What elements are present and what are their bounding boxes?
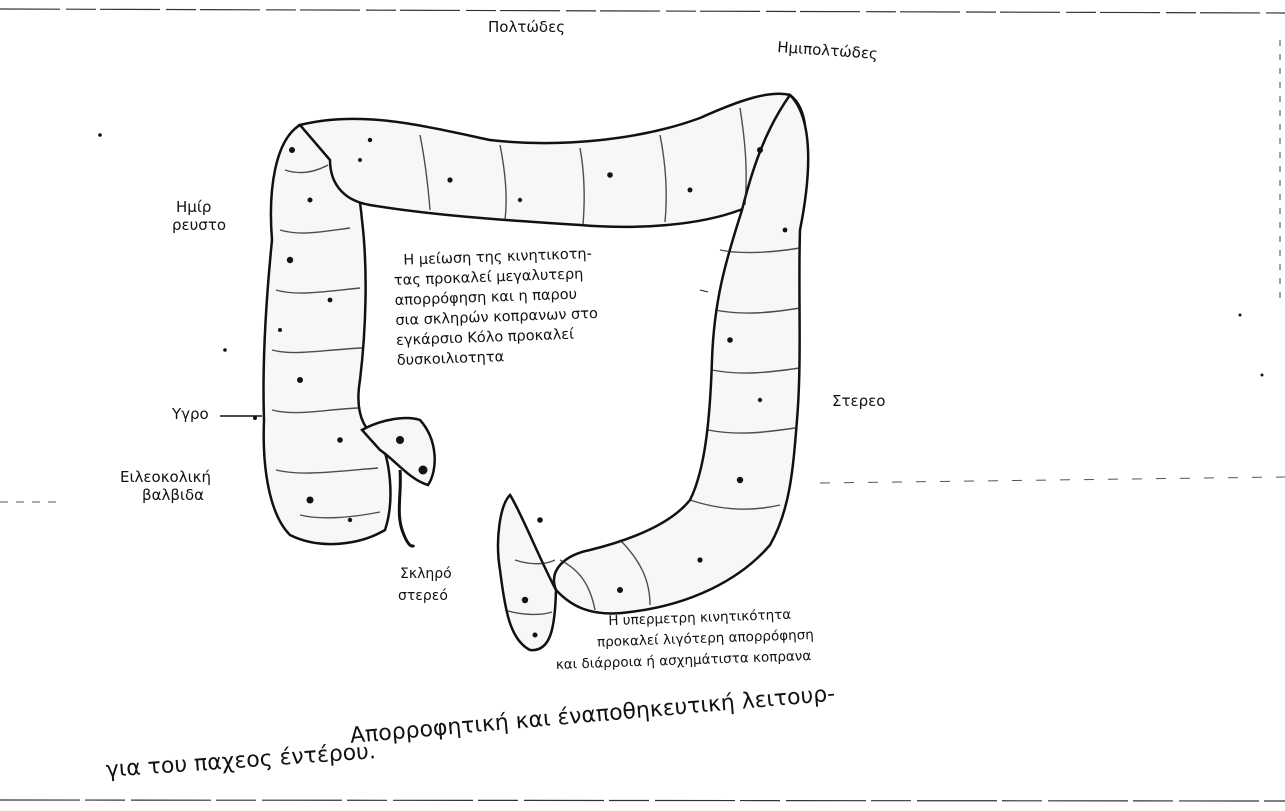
scan-top-line	[0, 9, 1285, 13]
label-hard-solid: Σκληρό στερεό	[404, 565, 452, 605]
scan-mid-line	[820, 477, 1285, 483]
label-hard-line1: Σκληρό	[400, 565, 452, 583]
label-valve-line1: Ειλεοκολική	[120, 468, 211, 486]
label-valve-line2: βαλβιδα	[142, 486, 211, 504]
text-box-marker	[700, 290, 708, 292]
label-hard-line2: στερεό	[398, 587, 452, 605]
label-solid: Στερεο	[832, 392, 885, 410]
scan-bottom-line	[0, 800, 1285, 801]
label-pasty: Πολτώδες	[488, 18, 565, 36]
motility-increase-note: Η υπερμετρη κινητικότητα προκαλεί λιγότε…	[554, 604, 815, 676]
rectum	[498, 495, 556, 650]
motility-decrease-note: Η μείωση της κινητικοτη- τας προκαλεί με…	[393, 244, 600, 371]
ileum-tail	[399, 470, 414, 546]
label-semi-fluid: Ημίρ ρευστο	[176, 198, 226, 234]
label-semi-fluid-line1: Ημίρ	[176, 198, 226, 216]
transverse-colon	[300, 94, 806, 227]
label-semi-fluid-line2: ρευστο	[172, 216, 226, 234]
label-liquid: Υγρο	[172, 405, 209, 423]
label-ileocecal-valve: Ειλεοκολική βαλβιδα	[120, 468, 211, 504]
